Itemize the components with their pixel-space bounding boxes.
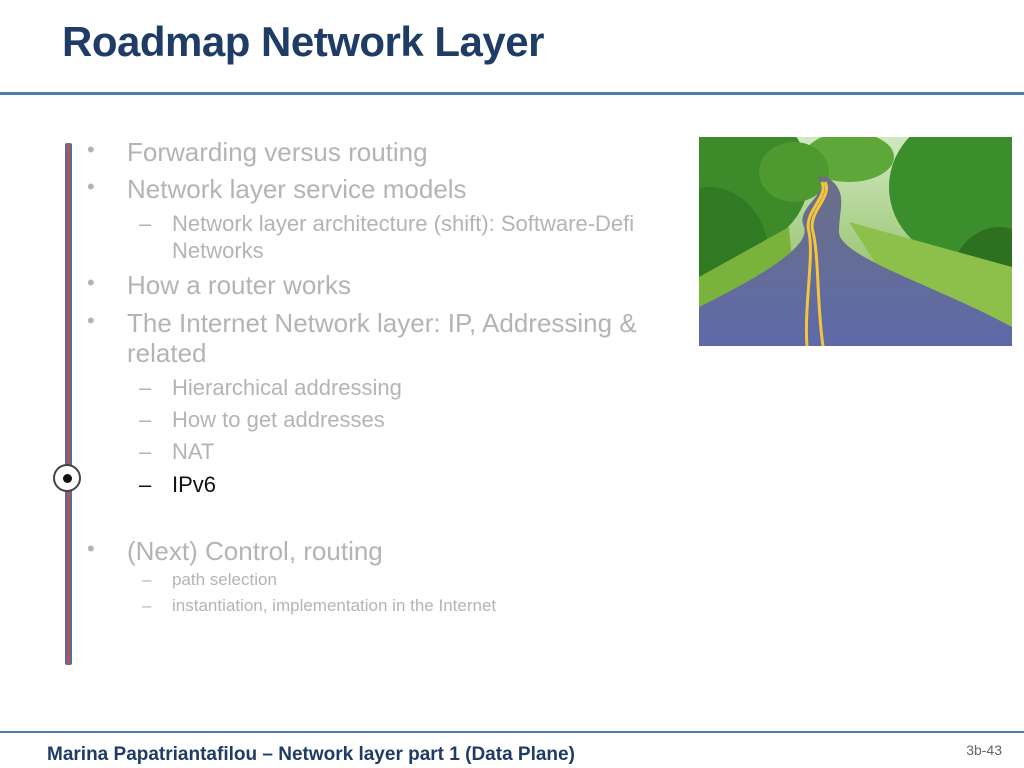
sub-bullet-item: –How to get addresses bbox=[139, 407, 385, 433]
sub-bullet-item-current: –IPv6 bbox=[139, 472, 217, 498]
bullet-item: • (Next) Control, routing bbox=[87, 536, 383, 567]
sub-bullet-item: –NAT bbox=[139, 439, 215, 465]
bullet-dot: • bbox=[87, 174, 95, 199]
progress-timeline bbox=[65, 143, 72, 665]
sub-bullet-continuation: Networks bbox=[172, 238, 264, 264]
sub-bullet-text: How to get addresses bbox=[172, 407, 385, 432]
sub-bullet-text: Hierarchical addressing bbox=[172, 375, 402, 400]
sub-bullet-dash: – bbox=[139, 407, 152, 432]
bullet-text: The Internet Network layer: IP, Addressi… bbox=[127, 308, 637, 338]
sub-bullet-text: NAT bbox=[172, 439, 215, 464]
bullet-item: • Forwarding versus routing bbox=[87, 137, 428, 168]
bullet-item: • Network layer service models bbox=[87, 174, 467, 205]
bullet-item: • The Internet Network layer: IP, Address… bbox=[87, 308, 637, 339]
sub-bullet-text: Networks bbox=[172, 238, 264, 263]
bullet-dot: • bbox=[87, 308, 95, 333]
winding-road-photo bbox=[699, 137, 1012, 346]
sub-bullet-text: Network layer architecture (shift): Soft… bbox=[172, 211, 635, 236]
sub-bullet-dash: – bbox=[139, 211, 152, 236]
sub-bullet-text: IPv6 bbox=[172, 472, 217, 497]
bullet-continuation: related bbox=[127, 338, 207, 369]
sub-bullet-item: – instantiation, implementation in the In… bbox=[142, 596, 497, 616]
bullet-text: related bbox=[127, 338, 207, 368]
bullet-dot: • bbox=[87, 536, 95, 561]
sub-bullet-text: path selection bbox=[172, 570, 277, 589]
bullet-text: How a router works bbox=[127, 270, 351, 300]
bullet-item: • How a router works bbox=[87, 270, 351, 301]
sub-bullet-text: instantiation, implementation in the Int… bbox=[172, 596, 497, 615]
bullet-text: (Next) Control, routing bbox=[127, 536, 383, 566]
sub-bullet-dash: – bbox=[139, 439, 152, 464]
progress-marker-icon bbox=[53, 464, 81, 492]
bullet-text: Network layer service models bbox=[127, 174, 467, 204]
bullet-text: Forwarding versus routing bbox=[127, 137, 428, 167]
sub-bullet-dash: – bbox=[142, 596, 152, 615]
bullet-dot: • bbox=[87, 137, 95, 162]
sub-bullet-dash: – bbox=[142, 570, 152, 589]
page-number: 3b-43 bbox=[966, 742, 1002, 758]
bullet-dot: • bbox=[87, 270, 95, 295]
footer-text: Marina Papatriantafilou – Network layer … bbox=[47, 744, 575, 765]
sub-bullet-item: – path selection bbox=[142, 570, 277, 590]
sub-bullet-dash: – bbox=[139, 375, 152, 400]
footer-divider bbox=[0, 731, 1024, 733]
title-divider bbox=[0, 92, 1024, 95]
sub-bullet-item: –Hierarchical addressing bbox=[139, 375, 402, 401]
sub-bullet-item: –Network layer architecture (shift): Sof… bbox=[139, 211, 635, 237]
sub-bullet-dash: – bbox=[139, 472, 152, 497]
slide-title: Roadmap Network Layer bbox=[62, 18, 544, 65]
